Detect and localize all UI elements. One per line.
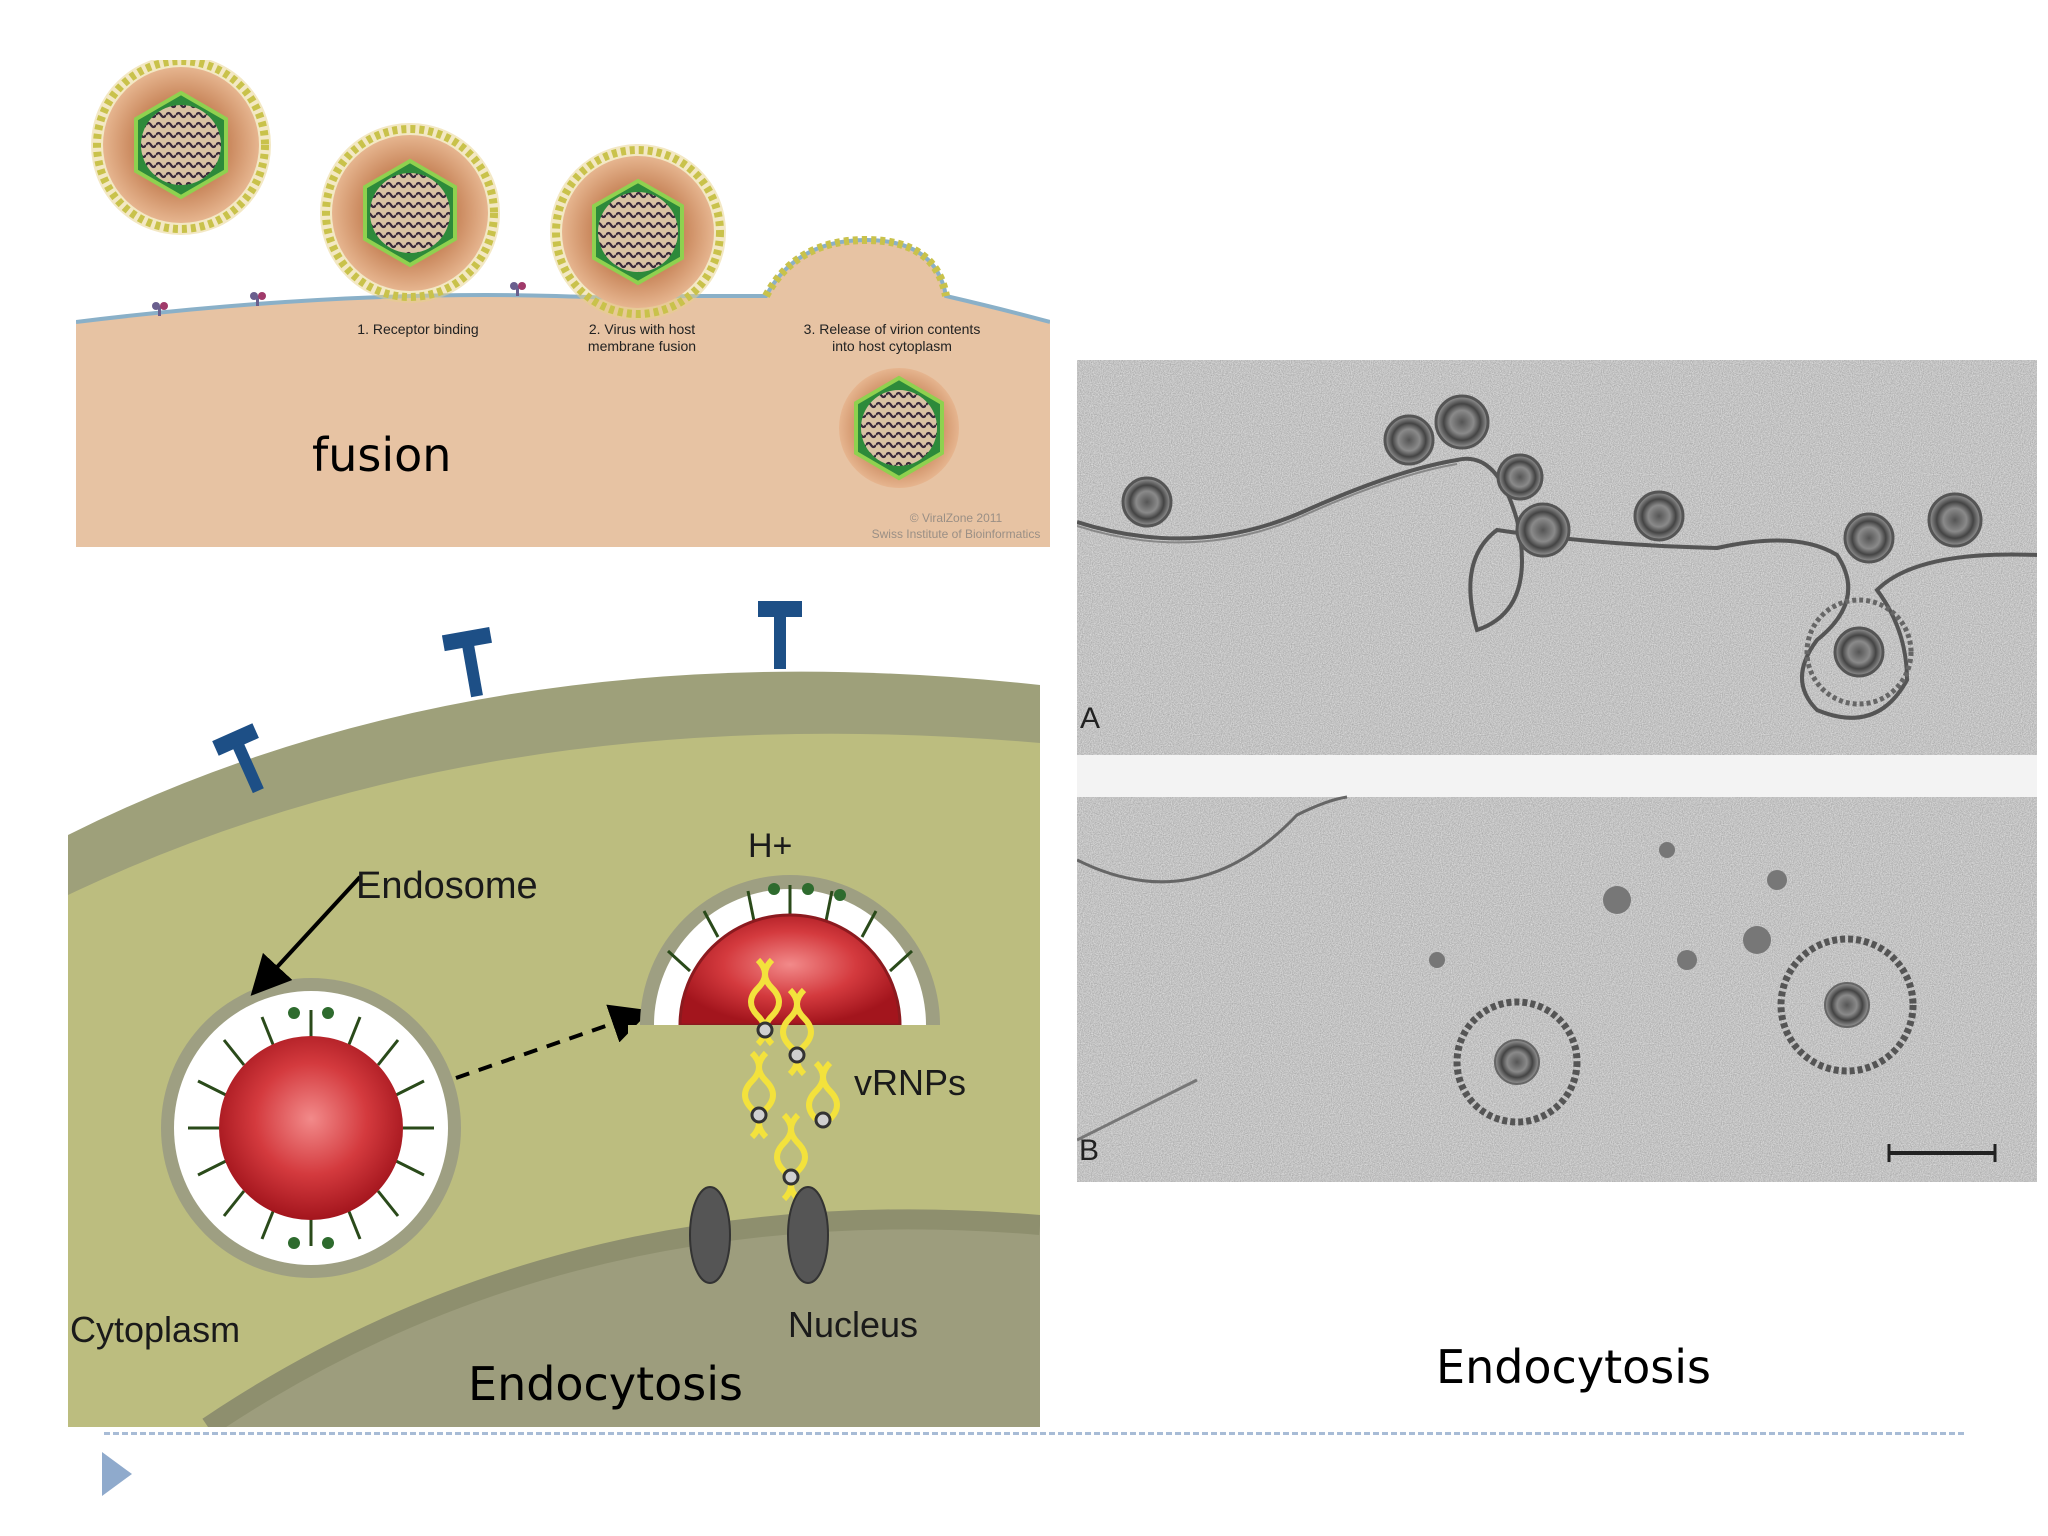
nuclear-pore-icon bbox=[689, 1186, 731, 1284]
virus-particle bbox=[219, 1036, 403, 1220]
fusion-title: fusion bbox=[312, 428, 452, 482]
micrograph-separator bbox=[1077, 755, 2037, 797]
receptor-icon bbox=[152, 282, 526, 316]
virion-icon bbox=[550, 144, 726, 320]
step-release-1: 3. Release of virion contents bbox=[804, 321, 981, 337]
panel-label-a: A bbox=[1080, 702, 1100, 735]
step-release-2: into host cytoplasm bbox=[832, 338, 952, 354]
hplus-label: H+ bbox=[748, 827, 792, 865]
micrograph-panel-b: B bbox=[1077, 795, 2037, 1182]
capsid-icon bbox=[839, 368, 959, 488]
footer-divider bbox=[104, 1432, 1964, 1435]
step-receptor-binding: 1. Receptor binding bbox=[357, 321, 478, 337]
nuclear-pore-icon bbox=[787, 1186, 829, 1284]
fused-envelope bbox=[762, 235, 950, 298]
nucleus-label: Nucleus bbox=[788, 1304, 918, 1345]
electron-micrograph: A B bbox=[1077, 360, 2037, 1182]
transition-arrow bbox=[455, 1004, 651, 1080]
endocytosis-diagram: Endosome H+ vRNPs Cytoplasm Nucleus bbox=[68, 585, 1040, 1427]
step-membrane-fusion-2: membrane fusion bbox=[588, 338, 696, 354]
nucleus-region bbox=[208, 1219, 1040, 1427]
micrograph-caption: Endocytosis bbox=[1436, 1340, 1711, 1394]
panel-label-b: B bbox=[1079, 1134, 1099, 1167]
receptor-icon bbox=[212, 601, 802, 794]
virion-icon bbox=[91, 60, 271, 235]
nuclear-envelope bbox=[202, 1209, 1040, 1427]
vrnp-ends bbox=[750, 1021, 832, 1186]
step-membrane-fusion-1: 2. Virus with host bbox=[589, 321, 695, 337]
acidic-endosome-icon bbox=[628, 875, 958, 1039]
cytoplasm-label: Cytoplasm bbox=[70, 1309, 240, 1350]
endocytosis-caption: Endocytosis bbox=[468, 1357, 743, 1411]
credit-line-2: Swiss Institute of Bioinformatics bbox=[872, 527, 1041, 541]
fusion-diagram: 1. Receptor binding 2. Virus with host m… bbox=[76, 60, 1050, 547]
endosome-icon bbox=[161, 978, 461, 1278]
micrograph-panel-a: A bbox=[1077, 360, 2037, 755]
endosome-pointer bbox=[250, 875, 362, 996]
endosome-label: Endosome bbox=[356, 865, 538, 907]
credit-line-1: © ViralZone 2011 bbox=[910, 511, 1003, 525]
slide-bullet-icon bbox=[102, 1452, 132, 1496]
virion-icon bbox=[320, 123, 500, 303]
fusion-cytoplasm bbox=[76, 240, 1050, 547]
vrnps-label: vRNPs bbox=[854, 1062, 966, 1103]
